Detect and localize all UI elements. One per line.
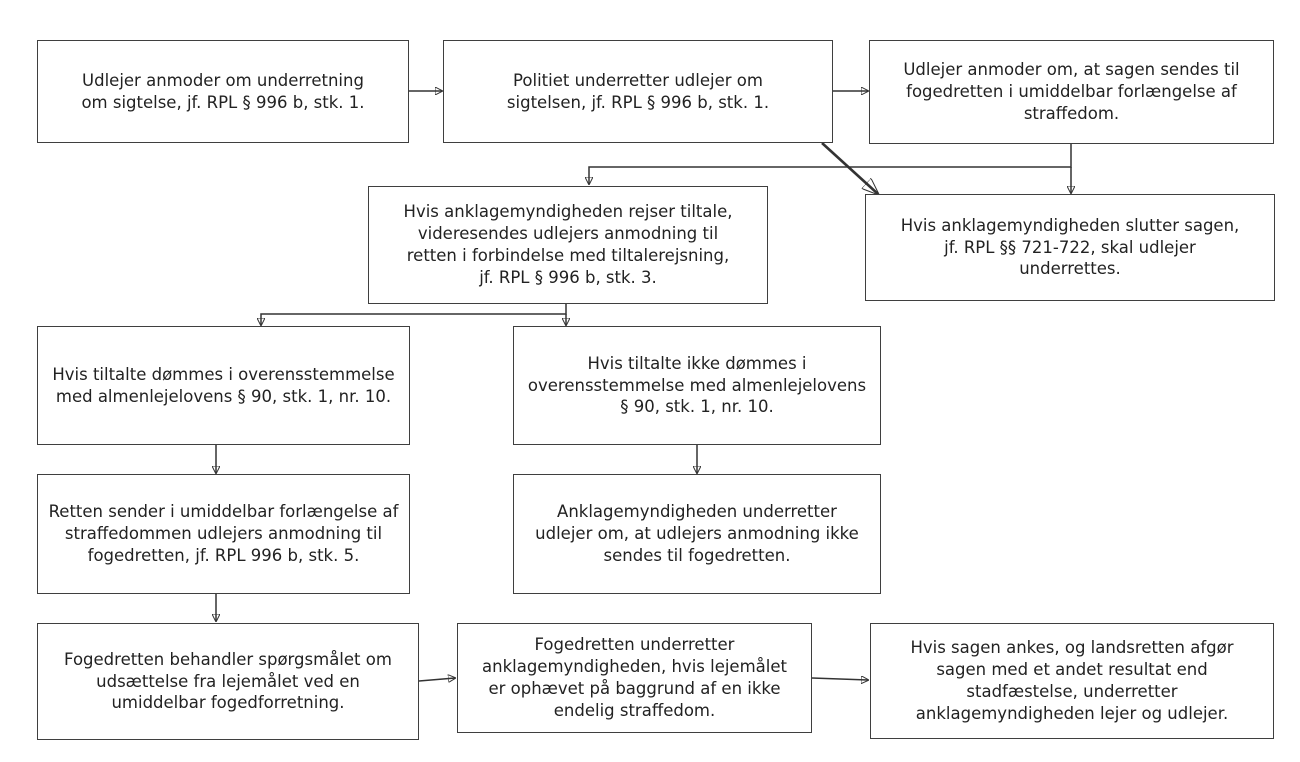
node-prosecution-closes: Hvis anklagemyndigheden slutter sagen, j… [865, 194, 1275, 301]
connector-n11-n12 [811, 678, 868, 680]
node-bailiff-court-notifies: Fogedretten underretter anklagemyndighed… [457, 623, 812, 733]
connector-n10-n11 [418, 678, 455, 681]
connector-n2-n5 [821, 142, 878, 194]
connector-n3-branch [589, 144, 1072, 184]
node-court-sends-request: Retten sender i umiddelbar forlængelse a… [37, 474, 410, 594]
node-prosecution-notifies-landlord: Anklagemyndigheden underretter udlejer o… [513, 474, 881, 594]
node-police-notifies: Politiet underretter udlejer om sigtelse… [443, 40, 833, 143]
node-appeal: Hvis sagen ankes, og landsretten afgør s… [870, 623, 1274, 739]
node-bailiff-court-handles: Fogedretten behandler spørgsmålet om uds… [37, 623, 419, 740]
node-convicted: Hvis tiltalte dømmes i overensstemmelse … [37, 326, 410, 445]
connector-n4-branch [261, 304, 567, 325]
node-request-notification: Udlejer anmoder om underretning om sigte… [37, 40, 409, 143]
node-not-convicted: Hvis tiltalte ikke dømmes i overensstemm… [513, 326, 881, 445]
node-prosecution-charges: Hvis anklagemyndigheden rejser tiltale, … [368, 186, 768, 304]
node-request-bailiff-court: Udlejer anmoder om, at sagen sendes til … [869, 40, 1274, 144]
